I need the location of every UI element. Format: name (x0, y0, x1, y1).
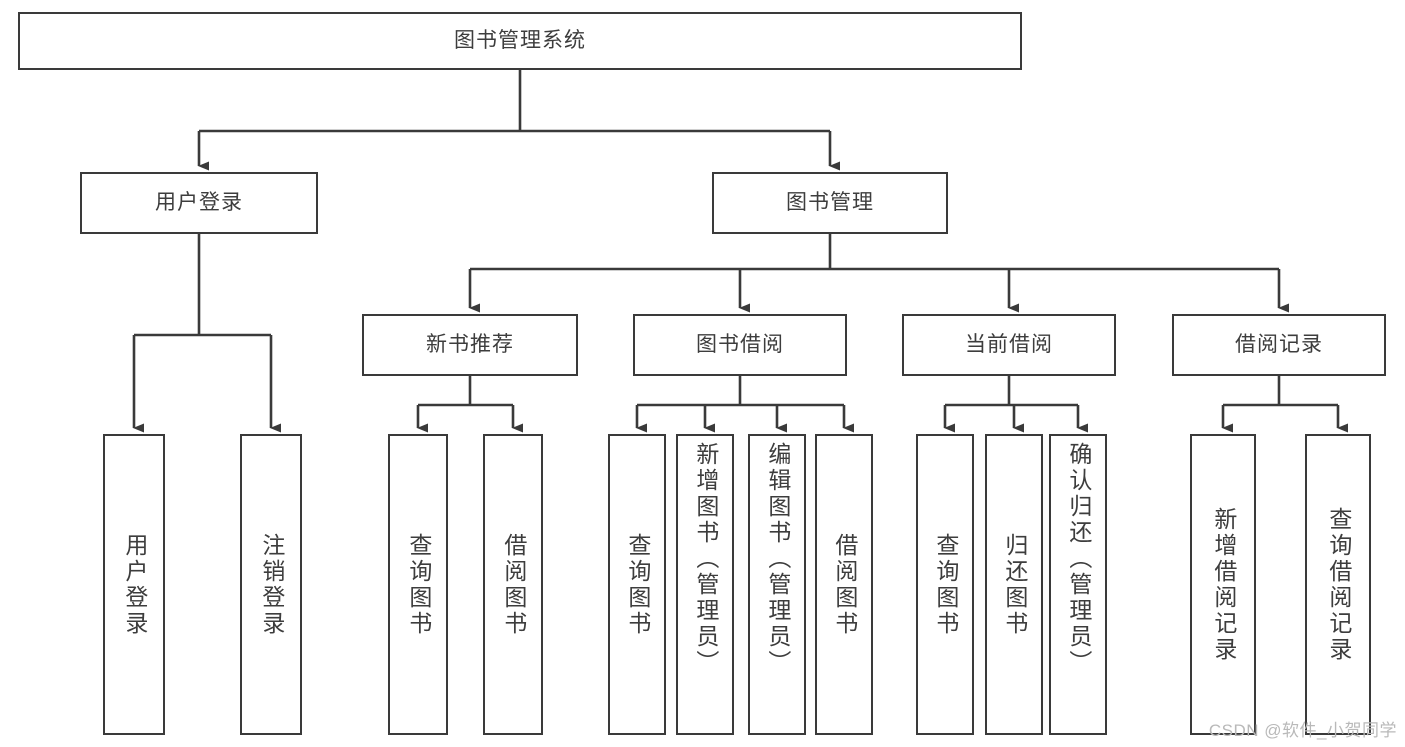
leaf-edit-book-admin-label: 编辑图书（管理员） (764, 442, 791, 676)
node-book-management[interactable]: 图书管理 (712, 172, 948, 234)
leaf-borrow-book-rec[interactable]: 借阅图书 (483, 434, 543, 735)
leaf-query-book-rec[interactable]: 查询图书 (388, 434, 448, 735)
node-borrow-record-label: 借阅记录 (1235, 333, 1323, 357)
leaf-borrow-book[interactable]: 借阅图书 (815, 434, 873, 735)
leaf-query-book-rec-label: 查询图书 (405, 532, 432, 637)
leaf-add-book-admin-label: 新增图书（管理员） (692, 442, 719, 676)
node-user-login[interactable]: 用户登录 (80, 172, 318, 234)
leaf-query-book-current[interactable]: 查询图书 (916, 434, 974, 735)
leaf-edit-book-admin[interactable]: 编辑图书（管理员） (748, 434, 806, 735)
node-root[interactable]: 图书管理系统 (18, 12, 1022, 70)
node-book-management-label: 图书管理 (786, 191, 874, 215)
leaf-confirm-return-admin-label: 确认归还（管理员） (1065, 442, 1092, 676)
node-new-book-recommend-label: 新书推荐 (426, 333, 514, 357)
leaf-add-borrow-record-label: 新增借阅记录 (1210, 506, 1237, 663)
leaf-add-borrow-record[interactable]: 新增借阅记录 (1190, 434, 1256, 735)
leaf-query-book-borrow[interactable]: 查询图书 (608, 434, 666, 735)
node-current-borrow[interactable]: 当前借阅 (902, 314, 1116, 376)
node-book-borrow-label: 图书借阅 (696, 333, 784, 357)
leaf-query-book-current-label: 查询图书 (932, 532, 959, 637)
node-book-borrow[interactable]: 图书借阅 (633, 314, 847, 376)
leaf-return-book-label: 归还图书 (1001, 532, 1028, 637)
leaf-query-borrow-record-label: 查询借阅记录 (1325, 506, 1352, 663)
node-borrow-record[interactable]: 借阅记录 (1172, 314, 1386, 376)
leaf-logout-label: 注销登录 (258, 532, 285, 637)
node-root-label: 图书管理系统 (454, 29, 586, 53)
node-new-book-recommend[interactable]: 新书推荐 (362, 314, 578, 376)
leaf-borrow-book-label: 借阅图书 (831, 532, 858, 637)
node-current-borrow-label: 当前借阅 (965, 333, 1053, 357)
leaf-query-borrow-record[interactable]: 查询借阅记录 (1305, 434, 1371, 735)
csdn-watermark: CSDN @软件_小贺同学 (1208, 721, 1397, 740)
leaf-confirm-return-admin[interactable]: 确认归还（管理员） (1049, 434, 1107, 735)
leaf-user-login[interactable]: 用户登录 (103, 434, 165, 735)
leaf-return-book[interactable]: 归还图书 (985, 434, 1043, 735)
leaf-borrow-book-rec-label: 借阅图书 (500, 532, 527, 637)
leaf-add-book-admin[interactable]: 新增图书（管理员） (676, 434, 734, 735)
leaf-user-login-label: 用户登录 (121, 532, 148, 637)
leaf-logout[interactable]: 注销登录 (240, 434, 302, 735)
node-user-login-label: 用户登录 (155, 191, 243, 215)
leaf-query-book-borrow-label: 查询图书 (624, 532, 651, 637)
